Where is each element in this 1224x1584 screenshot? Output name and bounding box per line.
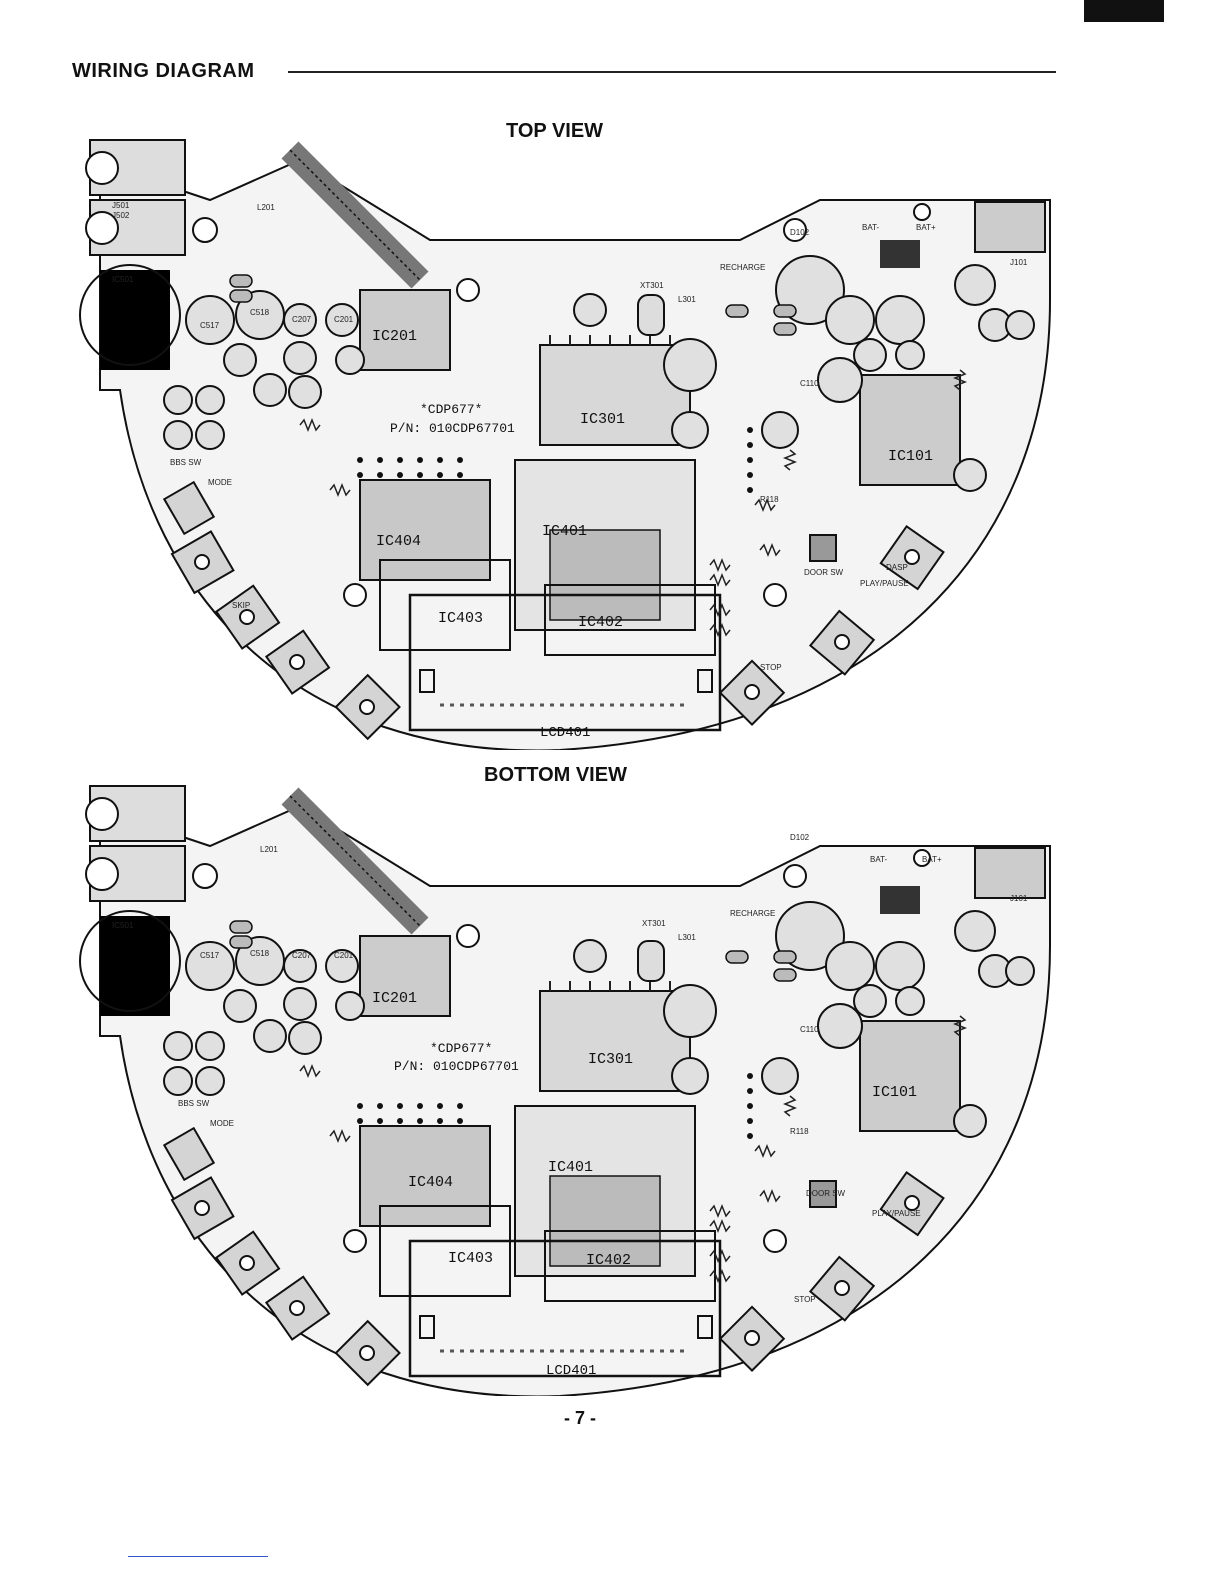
c207-label: C207 (292, 315, 312, 324)
bbs-sw-label: BBS SW (178, 1099, 210, 1108)
bbs-sw-label: BBS SW (170, 458, 202, 467)
r120-label: R118 (790, 1127, 809, 1136)
d102-label: D102 (790, 228, 810, 237)
j501-label: J501 (112, 201, 130, 210)
j502-label: J502 (112, 211, 130, 220)
part-number-code: *CDP677* (420, 402, 482, 417)
c108-label: C110 (800, 379, 819, 388)
ic501-label: IC501 (112, 275, 134, 284)
bat-minus-label: BAT- (870, 855, 888, 864)
xt301-label: XT301 (642, 919, 666, 928)
page-corner-tab (1084, 0, 1164, 22)
part-number-code: *CDP677* (430, 1041, 492, 1056)
page-title: WIRING DIAGRAM (72, 60, 255, 82)
lcd401-label: LCD401 (540, 725, 590, 741)
c201-label: C201 (334, 315, 354, 324)
ic201-label: IC201 (372, 990, 417, 1007)
door-sw-label: DOOR SW (804, 568, 844, 577)
ic402-label: IC402 (586, 1252, 631, 1269)
part-number-text: P/N: 010CDP67701 (394, 1059, 519, 1074)
ic301-label: IC301 (588, 1051, 633, 1068)
l301-label: L301 (678, 295, 696, 304)
top-view-board: IC201 IC301 IC401 IC402 IC403 IC404 IC10… (60, 130, 1060, 750)
r120-label: R118 (760, 495, 779, 504)
header-rule (288, 71, 1056, 73)
ic101-label: IC101 (888, 448, 933, 465)
lcd401-label: LCD401 (546, 1363, 596, 1379)
door-sw-label: DOOR SW (806, 1189, 846, 1198)
part-number-text: P/N: 010CDP67701 (390, 421, 515, 436)
ic301-label: IC301 (580, 411, 625, 428)
ic404-label: IC404 (408, 1174, 453, 1191)
ic402-label: IC402 (578, 614, 623, 631)
l301-label: L301 (678, 933, 696, 942)
ic404-label: IC404 (376, 533, 421, 550)
xt301-label: XT301 (640, 281, 664, 290)
ic403-label: IC403 (438, 610, 483, 627)
mode-label: MODE (210, 1119, 234, 1128)
mode-label: MODE (208, 478, 232, 487)
bat-plus-label: BAT+ (922, 855, 942, 864)
bat-minus-label: BAT- (862, 223, 880, 232)
ic501-label: IC501 (112, 921, 134, 930)
bottom-view-title: BOTTOM VIEW (484, 764, 627, 786)
stop-label: STOP (794, 1295, 816, 1304)
c207-label: C207 (292, 951, 312, 960)
play-pause-label: PLAY/PAUSE (860, 579, 909, 588)
ic401-label: IC401 (542, 523, 587, 540)
ic101-label: IC101 (872, 1084, 917, 1101)
ic401-label: IC401 (548, 1159, 593, 1176)
c517-label: C517 (200, 321, 220, 330)
d102-label: D102 (790, 833, 810, 842)
stop-label: STOP (760, 663, 782, 672)
recharge-label: RECHARGE (720, 263, 765, 272)
top-view-diagram: IC201 IC301 IC401 IC402 IC403 IC404 IC10… (60, 130, 1060, 750)
c518-label: C518 (250, 308, 270, 317)
ic403-label: IC403 (448, 1250, 493, 1267)
c201-label: C201 (334, 951, 354, 960)
c518-label: C518 (250, 949, 270, 958)
c517-label: C517 (200, 951, 220, 960)
bat-plus-label: BAT+ (916, 223, 936, 232)
play-pause-label: PLAY/PAUSE (872, 1209, 921, 1218)
page-number: - 7 - (563, 1408, 596, 1428)
bottom-view-diagram: IC201 IC301 IC401 IC402 IC403 IC404 IC10… (60, 776, 1060, 1396)
l201-label: L201 (260, 845, 278, 854)
c108-label: C110 (800, 1025, 819, 1034)
j101-label: J101 (1010, 894, 1028, 903)
ic201-label: IC201 (372, 328, 417, 345)
bottom-view-board: IC201 IC301 IC401 IC402 IC403 IC404 IC10… (60, 776, 1060, 1396)
footer-link-underline[interactable] (128, 1556, 268, 1557)
skip-label: SKIP (232, 601, 250, 610)
dasp-label: DASP (886, 563, 908, 572)
top-view-title: TOP VIEW (506, 120, 604, 142)
recharge-label: RECHARGE (730, 909, 775, 918)
j101-label: J101 (1010, 258, 1028, 267)
l201-label: L201 (257, 203, 275, 212)
